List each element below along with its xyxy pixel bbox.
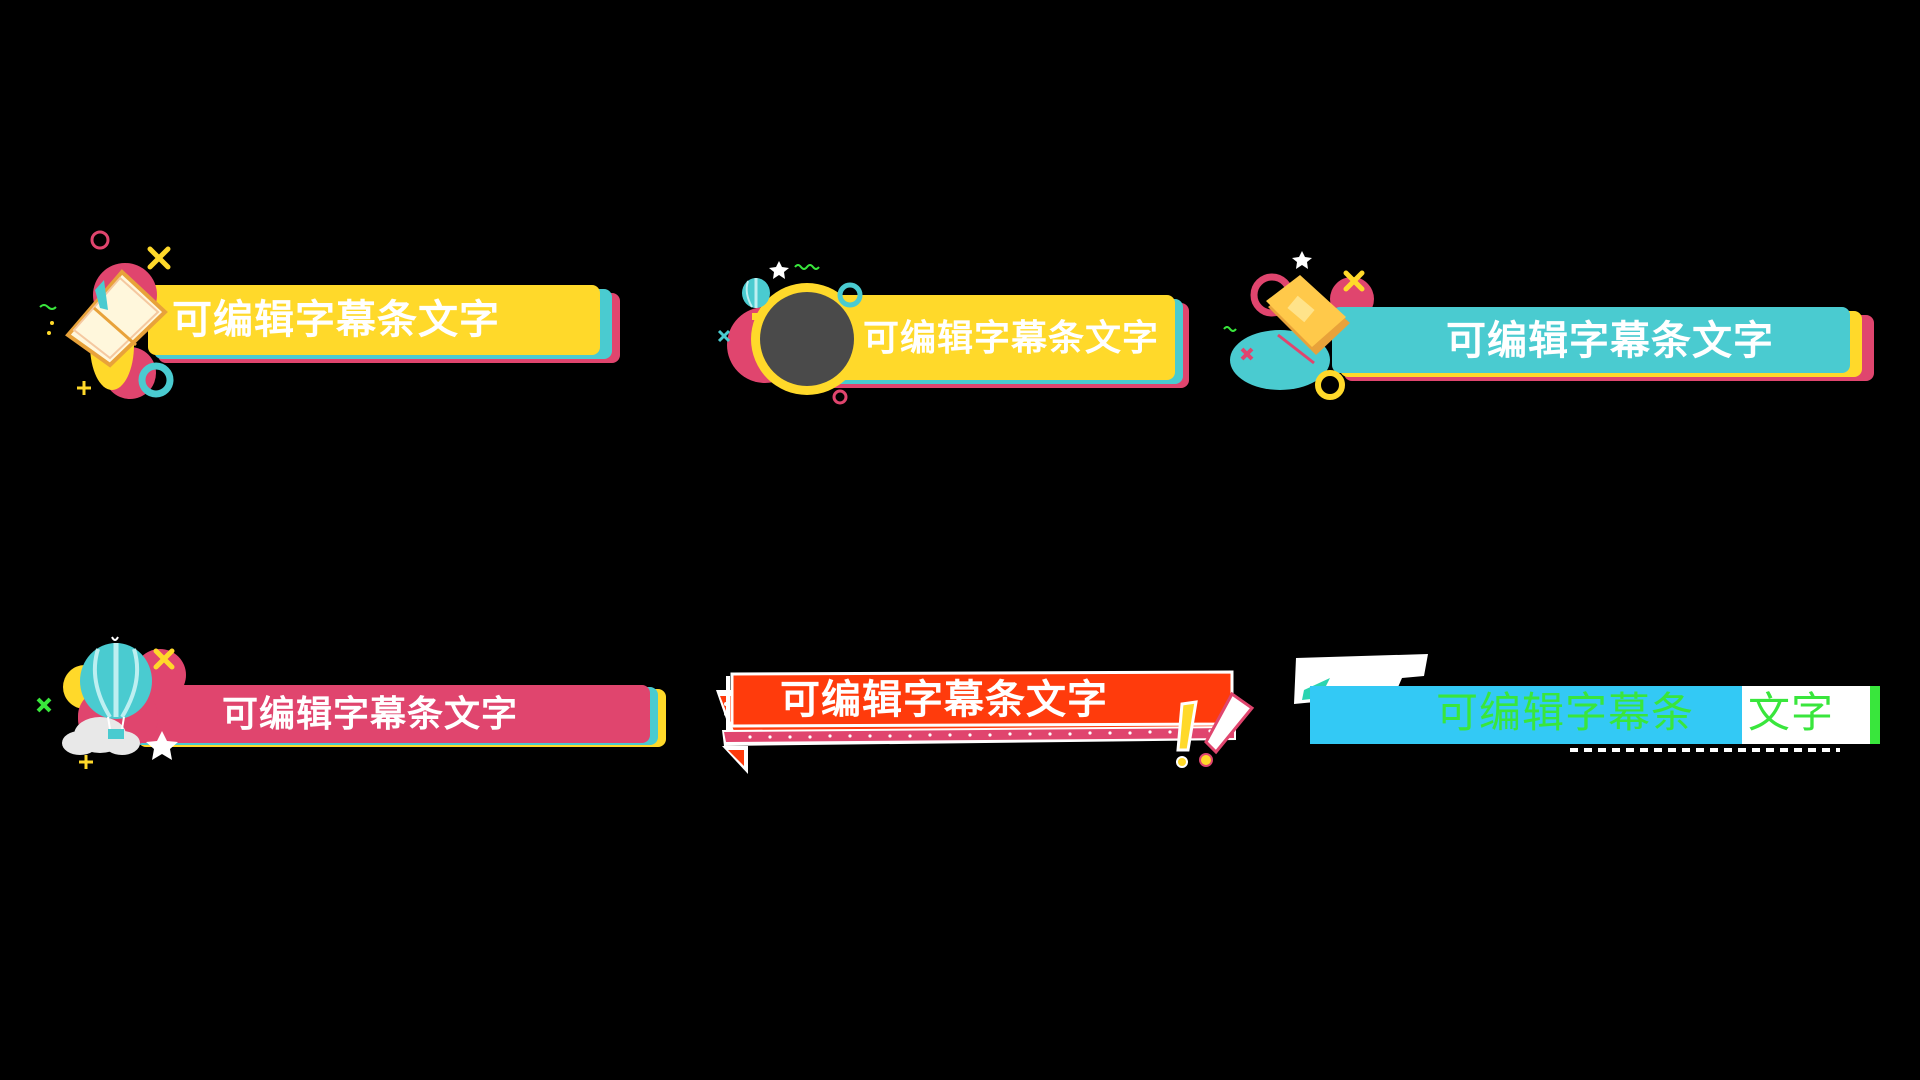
subtitle-banner-6: 可编辑字幕条 文字 xyxy=(1290,650,1890,760)
banner-6-text-part2: 文字 xyxy=(1748,688,1835,737)
subtitle-banner-2: 可编辑字幕条文字 xyxy=(715,255,1195,415)
book-icon xyxy=(65,269,168,368)
squiggle-icon xyxy=(39,304,57,335)
banner-1-text: 可编辑字幕条文字 xyxy=(172,297,500,343)
banner-3-text: 可编辑字幕条文字 xyxy=(1446,318,1774,364)
exclamation-icon xyxy=(1176,691,1255,768)
cross-icon xyxy=(147,246,171,270)
plus-icon xyxy=(77,381,91,395)
banner-3-decor xyxy=(1223,251,1874,400)
banner-4-text: 可编辑字幕条文字 xyxy=(222,694,519,735)
subtitle-banner-1: 可编辑字幕条文字 xyxy=(30,225,630,425)
hot-air-balloon-icon xyxy=(742,278,770,320)
subtitle-banner-3: 可编辑字幕条文字 xyxy=(1220,245,1880,415)
banner-4-decor xyxy=(36,648,666,769)
notebook-icon xyxy=(1266,275,1350,365)
banner-6-text-part1: 可编辑字幕条 xyxy=(1436,688,1695,737)
banner-2-decor xyxy=(717,261,1189,405)
banner-2-text: 可编辑字幕条文字 xyxy=(863,318,1160,359)
banner-5-decor xyxy=(716,670,1236,774)
hot-air-balloon-icon xyxy=(80,636,152,739)
banner-5-text: 可编辑字幕条文字 xyxy=(780,677,1108,723)
subtitle-banner-5: 可编辑字幕条文字 xyxy=(710,670,1280,790)
banner-6-decor xyxy=(1294,654,1880,752)
subtitle-banner-4: 可编辑字幕条文字 xyxy=(30,635,670,785)
